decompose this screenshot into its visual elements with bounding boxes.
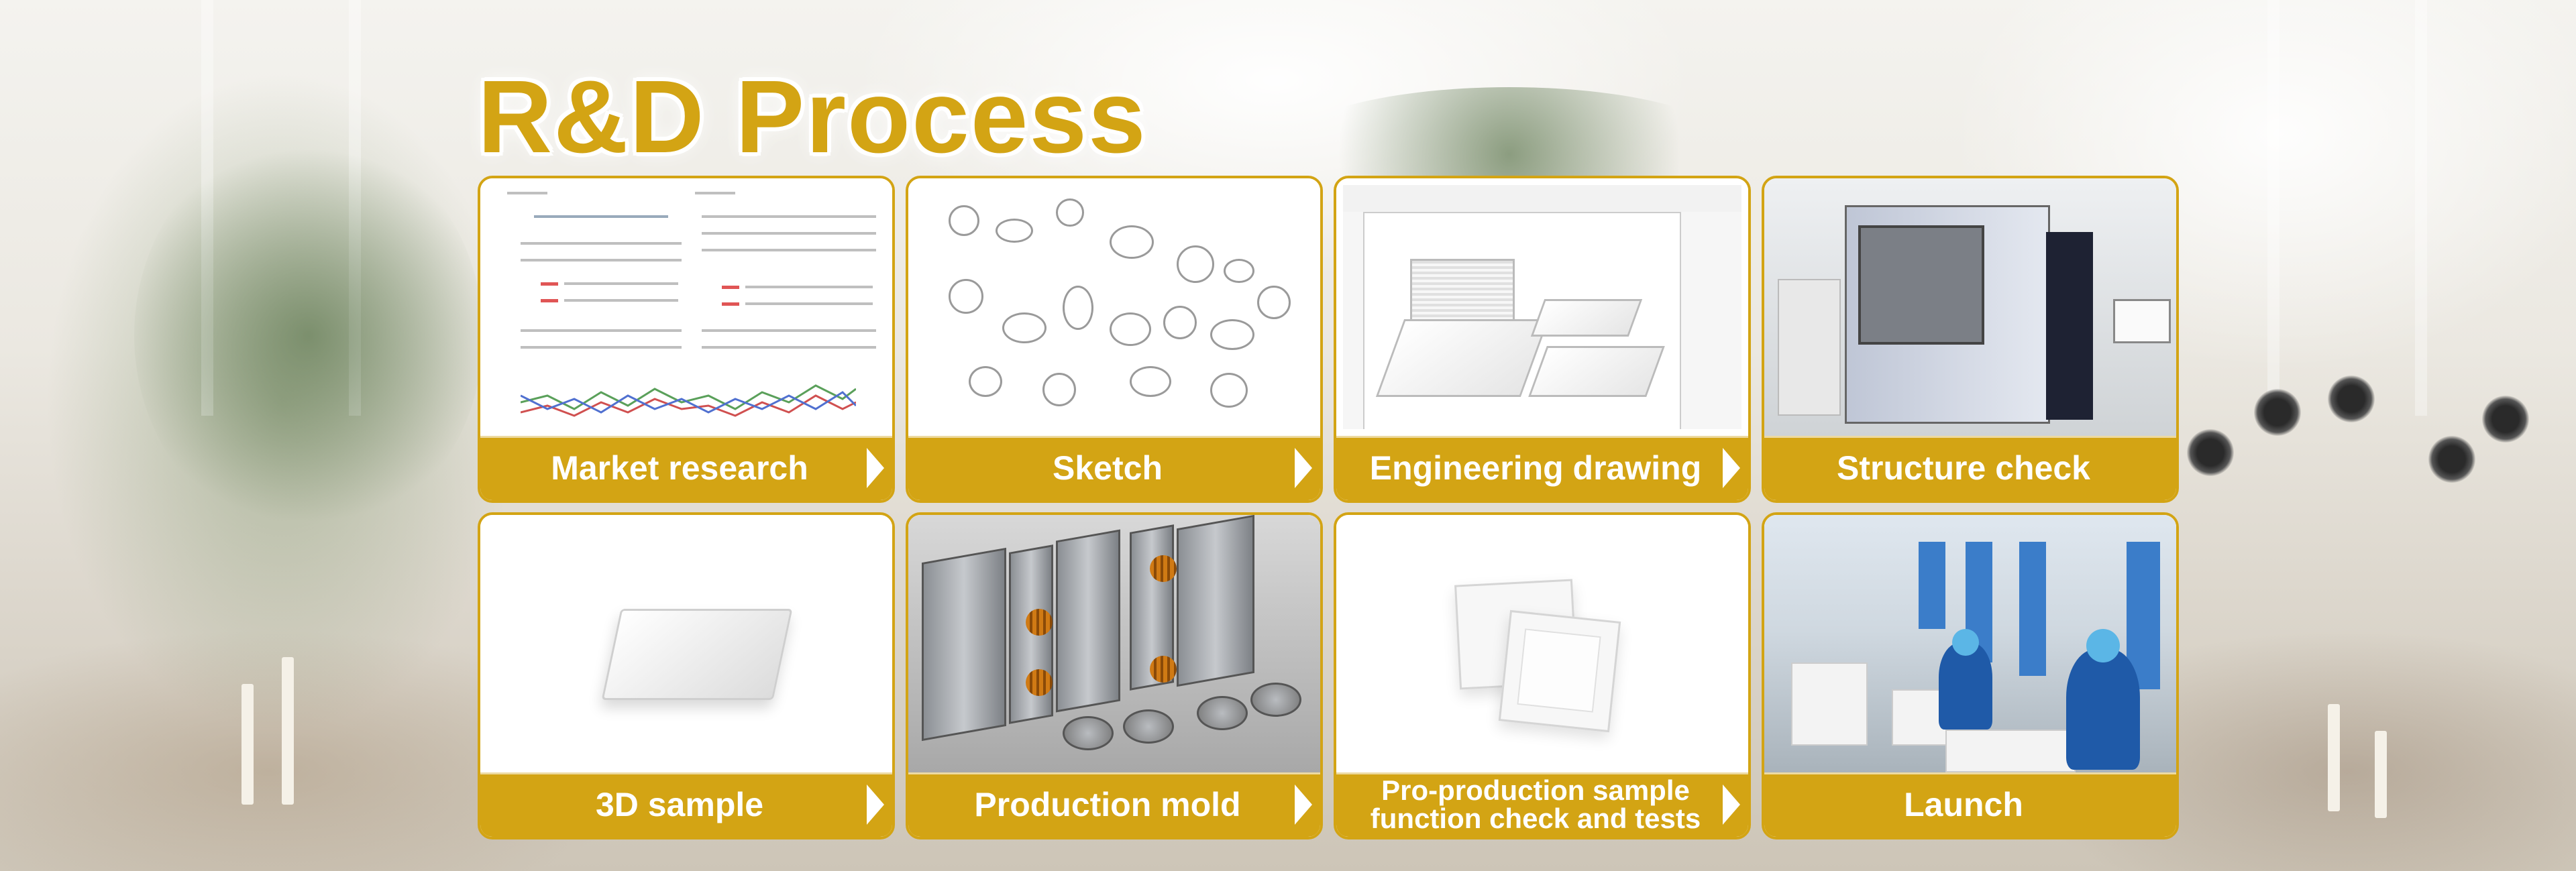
step-label: Engineering drawing (1369, 449, 1702, 487)
step-label: Production mold (974, 786, 1241, 823)
arrow-right-icon (867, 448, 884, 488)
stage-light-icon (2254, 389, 2301, 436)
foliage (134, 134, 483, 536)
market-research-image (480, 178, 892, 436)
step-label: Sketch (1053, 449, 1163, 487)
step-label-bar: Production mold (908, 772, 1320, 837)
engineering-drawing-image (1336, 178, 1748, 436)
step-label: Structure check (1837, 449, 2090, 487)
step-label: Market research (551, 449, 808, 487)
step-card-sketch: Sketch (906, 176, 1323, 503)
candle (2375, 731, 2387, 818)
arrow-right-icon (1295, 785, 1312, 825)
step-card-preproduction-sample: Pro-production sample function check and… (1334, 512, 1751, 839)
process-grid: Market research Sketch (478, 176, 2179, 839)
stage-light-icon (2328, 375, 2375, 422)
launch-factory-image (1764, 515, 2176, 772)
sketch-image (908, 178, 1320, 436)
machine-window (1858, 225, 1984, 345)
trend-chart-thumbnail (521, 384, 856, 417)
cad-sidebar (1343, 212, 1364, 429)
candle (282, 657, 294, 805)
step-label-bar: Market research (480, 436, 892, 500)
arrow-right-icon (1295, 448, 1312, 488)
step-card-market-research: Market research (478, 176, 895, 503)
step-label-bar: Structure check (1764, 436, 2176, 500)
cad-toolbar (1343, 185, 1741, 213)
step-card-launch: Launch (1762, 512, 2179, 839)
page-title: R&D Process (478, 59, 1147, 174)
step-label-bar: Pro-production sample function check and… (1336, 772, 1748, 837)
candle (241, 684, 254, 805)
preproduction-sample-image (1336, 515, 1748, 772)
3d-sample-image (480, 515, 892, 772)
step-label-bar: Engineering drawing (1336, 436, 1748, 500)
step-card-production-mold: Production mold (906, 512, 1323, 839)
step-label: 3D sample (595, 786, 764, 823)
stage-light-icon (2482, 396, 2529, 443)
drape (2415, 0, 2427, 416)
candle (2328, 704, 2340, 811)
structure-check-image (1764, 178, 2176, 436)
stage-light-icon (2428, 436, 2475, 483)
cad-properties-panel (1680, 212, 1741, 429)
step-label-bar: Launch (1764, 772, 2176, 837)
step-label: Pro-production sample function check and… (1370, 774, 1701, 834)
step-card-3d-sample: 3D sample (478, 512, 895, 839)
arrow-right-icon (867, 785, 884, 825)
step-label-bar: 3D sample (480, 772, 892, 837)
step-card-engineering-drawing: Engineering drawing (1334, 176, 1751, 503)
sample-plate (601, 609, 793, 700)
step-label: Launch (1904, 786, 2023, 823)
production-mold-image (908, 515, 1320, 772)
stage-light-icon (2187, 429, 2234, 476)
step-card-structure-check: Structure check (1762, 176, 2179, 503)
drape (2267, 0, 2279, 416)
arrow-right-icon (1723, 448, 1740, 488)
machine-control-tower (2046, 232, 2093, 420)
arrow-right-icon (1723, 785, 1740, 825)
step-label-bar: Sketch (908, 436, 1320, 500)
